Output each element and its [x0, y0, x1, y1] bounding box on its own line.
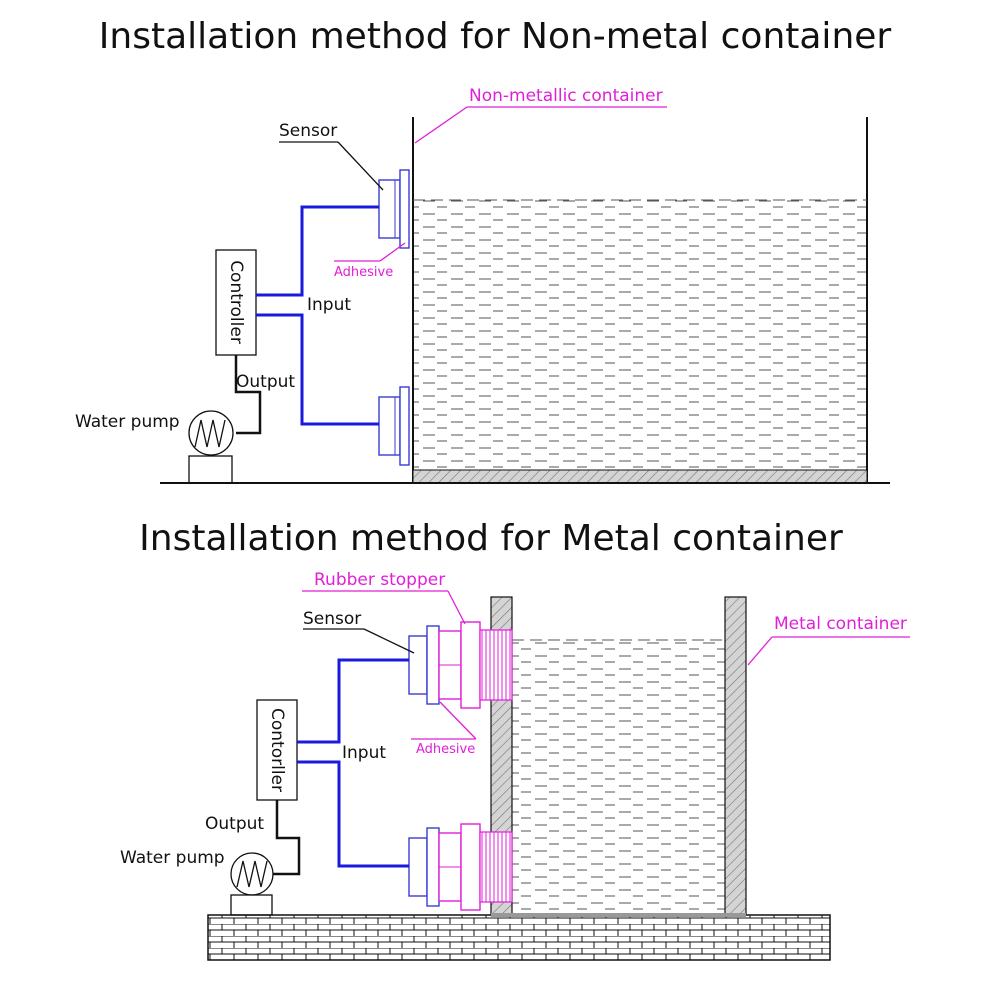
top-output-wire — [256, 313, 379, 426]
bottom-title: Installation method for Metal container — [139, 518, 843, 559]
top-input-wire — [256, 205, 379, 297]
bottom-pump-icon — [230, 852, 274, 916]
top-input-label: Input — [307, 295, 351, 315]
top-adhesive-label: Adhesive — [334, 265, 393, 280]
top-sensor-label: Sensor — [279, 121, 337, 141]
bottom-pump-label: Water pump — [120, 848, 225, 868]
bottom-rubber-stopper-label: Rubber stopper — [314, 570, 445, 590]
top-pump-icon — [188, 410, 234, 484]
metal-container — [490, 596, 747, 917]
bottom-container-leader-diag — [747, 636, 773, 666]
bottom-rubber-stopper-upper — [438, 621, 513, 709]
brick-floor — [207, 914, 831, 961]
bottom-container-label: Metal container — [774, 614, 907, 634]
top-pump-wire — [234, 355, 262, 435]
bottom-output-wire — [297, 760, 409, 868]
bottom-output-label: Output — [205, 814, 264, 834]
bottom-input-wire — [297, 658, 409, 744]
bottom-sensor-lower — [408, 827, 440, 907]
non-metal-container — [160, 117, 890, 484]
bottom-input-label: Input — [342, 743, 386, 763]
top-controller-label: Controller — [226, 260, 246, 344]
top-sensor-lower — [378, 386, 410, 466]
top-sensor-upper — [378, 169, 410, 249]
top-title: Installation method for Non-metal contai… — [99, 16, 892, 57]
top-pump-label: Water pump — [75, 412, 180, 432]
bottom-rubber-stopper-lower — [438, 823, 513, 911]
top-container-leader-diag — [414, 106, 468, 144]
top-sensor-leader-diag — [337, 141, 384, 191]
top-container-label: Non-metallic container — [469, 86, 663, 106]
bottom-rubber-leader-diag — [447, 590, 466, 625]
bottom-adhesive-label: Adhesive — [416, 742, 475, 757]
top-adhesive-leader-diag — [379, 242, 406, 262]
bottom-adhesive-leader-diag — [439, 701, 477, 740]
top-output-label: Output — [236, 372, 295, 392]
bottom-sensor-leader-diag — [363, 628, 415, 654]
bottom-sensor-upper — [408, 625, 440, 705]
bottom-pump-wire — [273, 800, 301, 876]
bottom-sensor-label: Sensor — [303, 609, 361, 629]
bottom-controller-label: Contorller — [267, 708, 287, 792]
